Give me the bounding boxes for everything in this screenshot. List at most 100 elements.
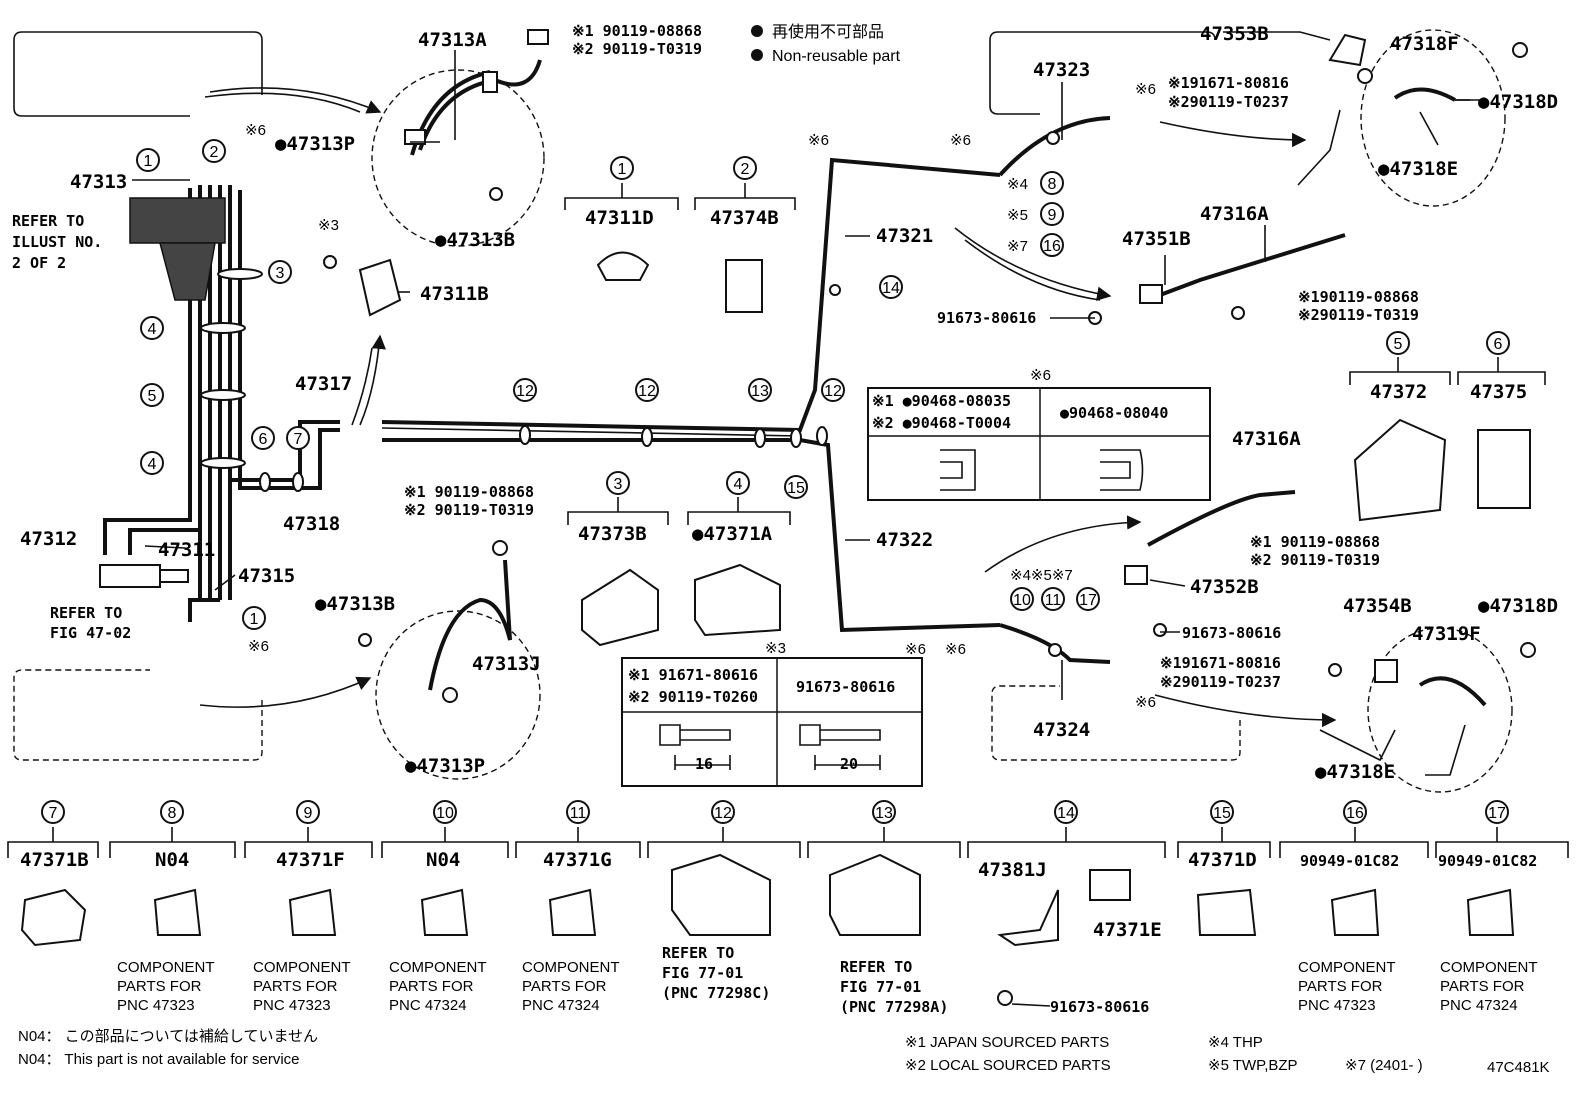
callout-16a: 16 (1043, 238, 1061, 255)
table-x3 (621, 657, 923, 787)
part-labels: 47313A ●47313P ●47313B 47313 47311B 4731… (12, 22, 1558, 783)
callout-6a: 6 (259, 431, 268, 448)
arrow-br (1154, 694, 1337, 728)
note-rm-1: ※190119-08868 (1298, 288, 1419, 306)
refer-illust-2: ILLUST NO. (12, 233, 102, 251)
arrow-r-mid-2 (964, 239, 1101, 301)
bottom-part-labels: 47371B N04 47371F N04 47371G 47381J 4737… (20, 849, 1538, 1016)
note-12-3: (PNC 77298C) (662, 984, 770, 1002)
inset-circle-bottom-right (1367, 627, 1513, 793)
note-12-1: REFER TO (662, 944, 734, 962)
footer-j2: ※2 LOCAL SOURCED PARTS (905, 1057, 1111, 1074)
arrow-tl-2 (204, 92, 361, 113)
note-rl-2: ※2 90119-T0319 (1250, 551, 1380, 569)
x4-8: ※4 (1007, 176, 1028, 193)
callout-bot-15: 15 (1213, 805, 1231, 822)
note-bl-1: ※1 90119-08868 (404, 483, 534, 501)
label-47312: 47312 (20, 528, 77, 550)
callout-12b: 12 (638, 383, 656, 400)
x6-tr: ※6 (950, 132, 971, 149)
callout-13a: 13 (751, 383, 769, 400)
arrow-bl (199, 676, 372, 708)
refer-illust-3: 2 OF 2 (12, 254, 66, 272)
refer-fig-2: FIG 47-02 (50, 624, 131, 642)
table3-r2: ※2 90119-T0260 (628, 688, 758, 706)
callout-bot-8: 8 (168, 805, 177, 822)
label-47352B: 47352B (1190, 576, 1259, 598)
view-frame-top-left (13, 31, 263, 117)
callout-bot-13: 13 (875, 805, 893, 822)
note-8-2: PARTS FOR (117, 978, 202, 995)
arrow-tl (209, 87, 382, 114)
callout-numbers: 1 2 3 4 5 4 6 7 1 12 12 13 12 15 14 8 9 … (49, 144, 1506, 822)
table6-title: ※6 (1030, 367, 1051, 384)
note-9-2: PARTS FOR (253, 978, 338, 995)
label-47322: 47322 (876, 529, 933, 551)
label-47316A-mid: 47316A (1232, 428, 1301, 450)
footer-j5: ※5 TWP,BZP (1208, 1057, 1298, 1074)
note-8-3: PNC 47323 (117, 997, 195, 1014)
note-10-3: PNC 47324 (389, 997, 467, 1014)
note-13-1: REFER TO (840, 958, 912, 976)
note-13-2: FIG 77-01 (840, 978, 921, 996)
note-17-1: COMPONENT (1440, 959, 1538, 976)
callout-12c: 12 (824, 383, 842, 400)
table3-dim-l: 16 (695, 755, 713, 773)
grp-part-4: ●47371A (692, 523, 773, 545)
arrow-r-mid (954, 227, 1112, 301)
label-47313: 47313 (70, 171, 127, 193)
table6-r1: ※1 ●90468-08035 (872, 392, 1011, 410)
bot-part-9: 47371F (276, 849, 345, 871)
callout-circles (41, 139, 1510, 824)
callout-grp-4: 4 (734, 476, 743, 493)
callout-17a: 17 (1079, 592, 1097, 609)
table-x6 (867, 387, 1211, 501)
x457: ※4※5※7 (1010, 567, 1073, 584)
table3-right: 91673-80616 (796, 678, 895, 696)
bot-part-14: 47381J (978, 859, 1047, 881)
note-17-2: PARTS FOR (1440, 978, 1525, 995)
grp-part-5: 47372 (1370, 381, 1427, 403)
label-47317: 47317 (295, 373, 352, 395)
note-12-2: FIG 77-01 (662, 964, 743, 982)
inset-circle-top-left (371, 69, 545, 247)
x6-low: ※6 (905, 641, 926, 658)
label-47313P-bot: ●47313P (405, 755, 485, 777)
note-9-1: COMPONENT (253, 959, 351, 976)
note-8-1: COMPONENT (117, 959, 215, 976)
footer-j4: ※4 THP (1208, 1034, 1263, 1051)
label-47319F: 47319F (1412, 623, 1481, 645)
label-47311B: 47311B (420, 283, 489, 305)
label-47313B-top: ●47313B (435, 229, 515, 251)
table3-dim-r: 20 (840, 755, 858, 773)
view-frame-top-right (989, 31, 1216, 115)
callout-4a: 4 (148, 321, 157, 338)
clamp-47311B (323, 255, 402, 317)
table6-right: ●90468-08040 (1060, 404, 1168, 422)
label-47318F: 47318F (1390, 33, 1459, 55)
grp-part-6: 47375 (1470, 381, 1527, 403)
note-10-1: COMPONENT (389, 959, 487, 976)
x6-mid: ※6 (808, 132, 829, 149)
arrow-r-low (984, 515, 1142, 573)
bot-part-11: 47371G (543, 849, 612, 871)
table6-r2: ※2 ●90468-T0004 (872, 414, 1011, 432)
grp-part-2: 47374B (710, 207, 779, 229)
bot-part-15: 47371D (1188, 849, 1257, 871)
label-47351B: 47351B (1122, 228, 1191, 250)
label-47318: 47318 (283, 513, 340, 535)
inset-circle-bottom-left (375, 610, 541, 780)
callout-bot-7: 7 (49, 805, 58, 822)
table-x6-text: ※6 ※1 ●90468-08035 ※2 ●90468-T0004 ●9046… (872, 367, 1168, 432)
callout-14a: 14 (882, 280, 900, 297)
callout-1b: 1 (250, 611, 259, 628)
callout-9a: 9 (1048, 207, 1057, 224)
callout-5a: 5 (148, 388, 157, 405)
hose-47319F (1319, 642, 1536, 762)
label-47318D-top: ●47318D (1478, 91, 1558, 113)
bot-part-10: N04 (426, 849, 460, 871)
x6-br: ※6 (1135, 694, 1156, 711)
legend-jp: 再使用不可部品 (772, 23, 884, 41)
grp-part-3: 47373B (578, 523, 647, 545)
